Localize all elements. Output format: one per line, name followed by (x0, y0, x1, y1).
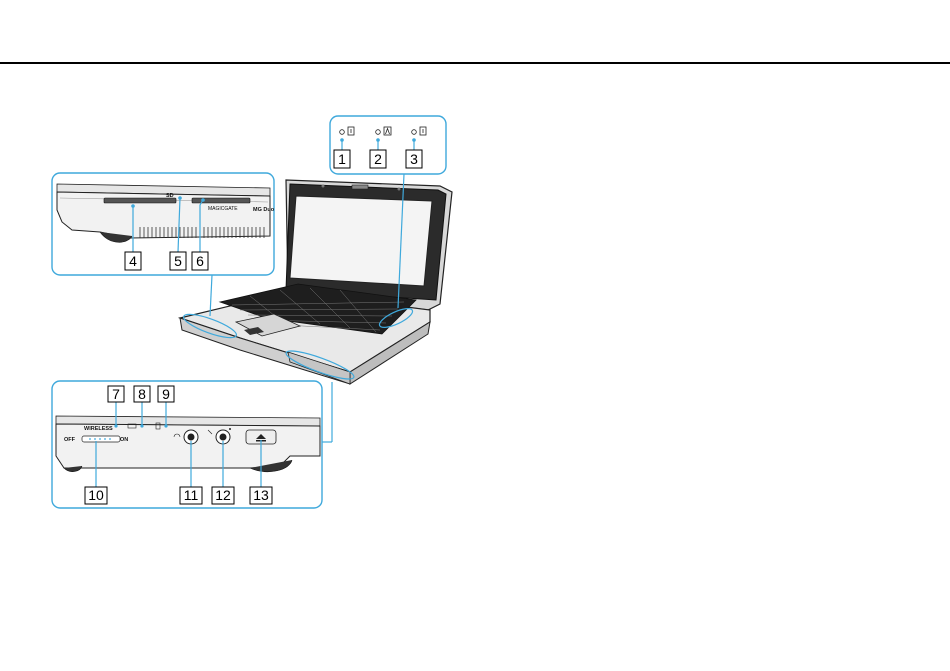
svg-text:6: 6 (196, 253, 204, 269)
memory-stick-duo-label: MG Duo (253, 207, 275, 213)
wireless-label: WIRELESS (84, 426, 113, 432)
svg-text:1: 1 (338, 151, 346, 167)
front-edge-illustration (57, 184, 270, 242)
callout-2: 2 (370, 150, 386, 168)
callout-10: 10 (85, 487, 107, 504)
indicator-icons (340, 127, 426, 135)
wireless-on-label: ON (120, 437, 128, 443)
svg-text:3: 3 (410, 151, 418, 167)
callout-9: 9 (158, 386, 174, 402)
memory-stick-label: MAGICGATE (208, 206, 238, 212)
svg-text:4: 4 (129, 253, 137, 269)
svg-text:2: 2 (374, 151, 382, 167)
callout-1: 1 (334, 150, 350, 168)
callout-12: 12 (212, 487, 234, 504)
sd-label: SD (166, 193, 174, 199)
callout-5: 5 (170, 252, 186, 270)
callout-3: 3 (406, 150, 422, 168)
callout-4: 4 (125, 252, 141, 270)
svg-text:13: 13 (253, 487, 269, 503)
callout-13: 13 (250, 487, 272, 504)
svg-text:8: 8 (138, 386, 146, 402)
svg-text:9: 9 (162, 386, 170, 402)
callout-8: 8 (134, 386, 150, 402)
svg-text:5: 5 (174, 253, 182, 269)
svg-text:10: 10 (88, 487, 104, 503)
callout-11: 11 (180, 487, 202, 504)
callout-6: 6 (192, 252, 208, 270)
wireless-off-label: OFF (64, 437, 76, 443)
svg-text:11: 11 (184, 487, 199, 503)
svg-text:7: 7 (112, 386, 120, 402)
callout-7: 7 (108, 386, 124, 402)
svg-text:12: 12 (215, 487, 231, 503)
